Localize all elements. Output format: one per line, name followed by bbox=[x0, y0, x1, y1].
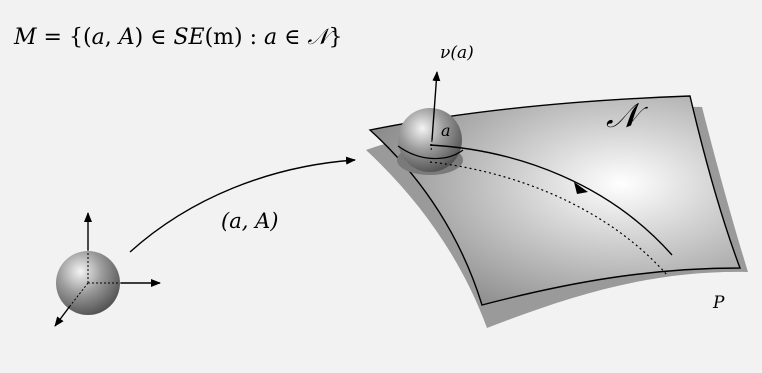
plane-label: P bbox=[712, 293, 725, 313]
geodesic-curve bbox=[429, 144, 673, 256]
transformation-arrow bbox=[129, 156, 356, 253]
normal-vector-arrow bbox=[431, 71, 441, 141]
geodesic-arrowhead bbox=[574, 182, 588, 194]
reference-frame bbox=[54, 212, 161, 327]
projected-dotted-curve bbox=[429, 161, 669, 277]
transform-label: (a, A) bbox=[221, 209, 278, 233]
moved-sphere bbox=[397, 108, 464, 175]
normal-label: ν(a) bbox=[440, 43, 474, 63]
formula-text: M = {(a, A) ∈ SE(m) : a ∈ 𝒩} bbox=[13, 25, 343, 50]
point-label: a bbox=[441, 121, 451, 140]
